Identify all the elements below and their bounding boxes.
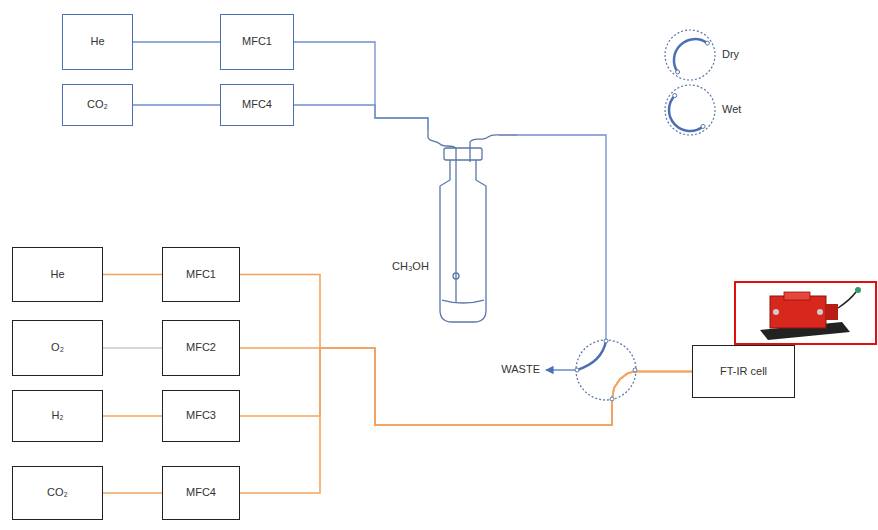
valve-state-icon: Wet — [664, 84, 716, 136]
gas-box: MFC1 — [162, 247, 240, 302]
reagent-label: CH₃OH — [392, 260, 429, 273]
port-label: WASTE — [501, 363, 540, 375]
outlet-line — [517, 135, 606, 340]
gas-line — [240, 275, 692, 426]
waste-arrow — [546, 369, 575, 370]
ftir-cell-photo — [735, 282, 876, 344]
bubbler-flask — [428, 130, 517, 322]
gas-box: MFC2 — [162, 320, 240, 376]
gas-box: MFC4 — [162, 466, 240, 520]
gas-line — [103, 492, 162, 493]
gas-box: He — [62, 14, 133, 70]
state-label: Dry — [722, 48, 739, 61]
gas-line — [133, 41, 220, 42]
gas-line — [133, 104, 220, 105]
liquid-level — [442, 300, 484, 303]
box-label: MFC1 — [186, 268, 216, 281]
box-label: O₂ — [51, 341, 64, 354]
gas-box: H₂ — [12, 390, 103, 442]
outlet-tube — [470, 135, 517, 148]
gas-box: MFC1 — [220, 14, 294, 70]
gas-line — [294, 105, 428, 130]
gas-box: CO₂ — [12, 466, 103, 520]
state-label: Wet — [722, 103, 741, 116]
gas-line — [240, 348, 692, 493]
box-label: MFC2 — [186, 341, 216, 354]
box-label: FT-IR cell — [720, 365, 767, 378]
inlet-tube — [428, 130, 456, 148]
switching-valve — [575, 339, 637, 401]
box-label: He — [50, 268, 64, 281]
box-label: H₂ — [51, 409, 63, 422]
gas-line — [240, 348, 692, 425]
gas-box: O₂ — [12, 320, 103, 376]
gas-box: MFC4 — [220, 84, 294, 126]
bubble — [453, 273, 459, 279]
valve-circle — [664, 29, 716, 81]
gas-line — [103, 274, 162, 275]
box-label: MFC1 — [242, 35, 272, 48]
box-label: He — [90, 35, 104, 48]
gas-box: CO₂ — [62, 84, 133, 126]
box-label: MFC4 — [242, 98, 272, 111]
valve-circle — [664, 84, 716, 136]
gas-line — [240, 348, 692, 425]
gas-line — [294, 42, 428, 130]
valve-state-icon: Dry — [664, 29, 716, 81]
outlet-stem — [469, 148, 470, 162]
bubbler-node: CH₃OH — [392, 130, 517, 325]
gas-line — [103, 415, 162, 416]
gas-box: He — [12, 247, 103, 302]
box-label: MFC4 — [186, 486, 216, 499]
gas-box: FT-IR cell — [692, 345, 795, 398]
flask-stopper — [444, 148, 482, 160]
box-label: MFC3 — [186, 409, 216, 422]
flask-body — [440, 160, 486, 322]
box-label: CO₂ — [47, 486, 68, 499]
box-label: CO₂ — [87, 98, 108, 111]
gas-line — [103, 347, 162, 348]
gas-box: MFC3 — [162, 390, 240, 442]
